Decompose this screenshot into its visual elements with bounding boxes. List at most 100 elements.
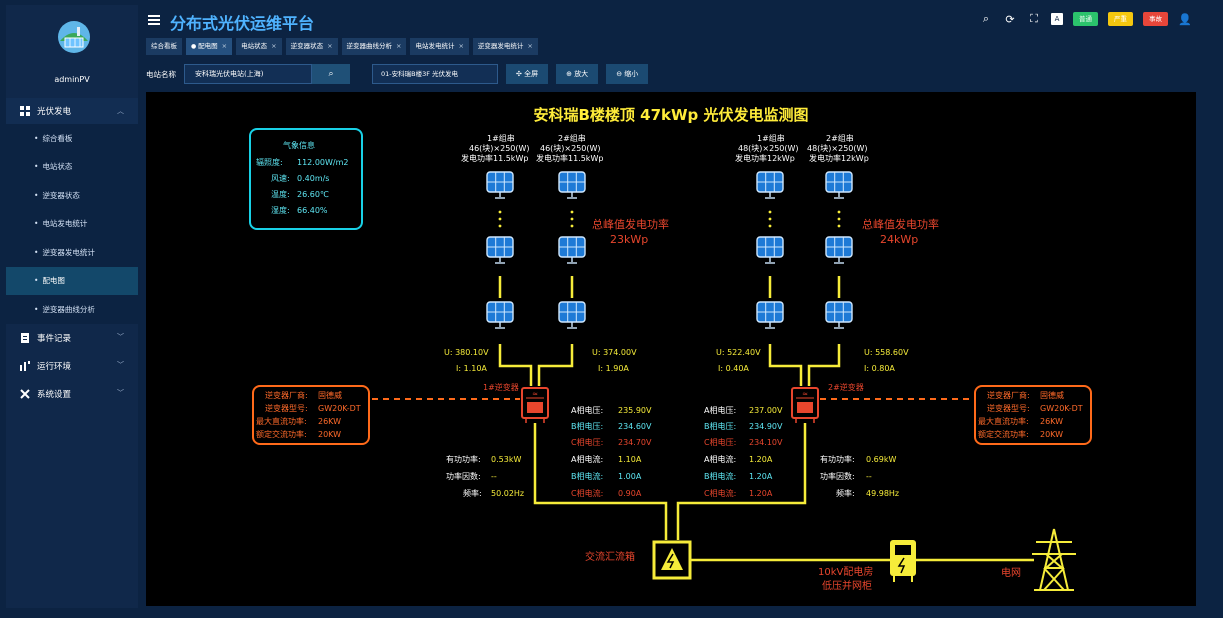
- nav-group-label: 系统设置: [37, 389, 72, 400]
- inverter-1-maker-label: 逆变器厂商:: [265, 391, 308, 400]
- string-1-spec: 46(块)×250(W): [469, 144, 530, 153]
- pv-monitoring-diagram: ≈ ≈: [146, 92, 1196, 606]
- string-1-voltage: U: 380.10V: [444, 348, 489, 357]
- inverter-1-ib: 1.00A: [618, 472, 642, 481]
- nav-group-settings[interactable]: 系统设置 ﹀: [6, 379, 138, 408]
- close-icon[interactable]: ×: [458, 42, 464, 50]
- string-1-current: I: 1.10A: [456, 364, 487, 373]
- tab-station-status[interactable]: 电站状态×: [236, 38, 282, 55]
- peak-power-right-label: 总峰值发电功率: [862, 218, 939, 231]
- wiring-diagram: ≈ ≈: [372, 171, 1076, 591]
- zoom-out-button[interactable]: ⊖ 缩小: [606, 64, 649, 84]
- inverter-2-pf: --: [866, 472, 872, 481]
- inverter-2-ua: 237.00V: [749, 406, 783, 415]
- grid-cabinet-icon[interactable]: [890, 540, 916, 582]
- weather-title: 气象信息: [283, 141, 315, 150]
- nav-item-inverter-stats[interactable]: 逆变器发电统计: [6, 238, 138, 267]
- dc-wires: [498, 276, 841, 386]
- nav-group-label: 运行环境: [37, 361, 72, 372]
- humidity-value: 66.40%: [297, 206, 328, 215]
- device-select[interactable]: 01-安科瑞B楼3F 光伏发电: [372, 64, 498, 84]
- inverter-2-ic-label: C相电流:: [704, 489, 737, 498]
- inverter-1-icon[interactable]: ≈: [521, 387, 549, 423]
- alarm-accident-badge[interactable]: 事故: [1143, 12, 1168, 26]
- close-icon[interactable]: ×: [327, 42, 333, 50]
- tab-inverter-curve[interactable]: 逆变器曲线分析×: [341, 38, 407, 55]
- search-icon[interactable]: ⌕: [982, 12, 990, 25]
- string-1-name: 1#组串: [487, 134, 515, 143]
- inverter-1-rated-ac-label: 额定交流功率:: [256, 430, 307, 439]
- logo-icon: [58, 21, 90, 53]
- inverter-2-uc-label: C相电压:: [704, 438, 737, 447]
- string-3-power: 发电功率12kWp: [735, 154, 795, 163]
- tab-inverter-status[interactable]: 逆变器状态×: [285, 38, 338, 55]
- alarm-serious-badge[interactable]: 严重: [1108, 12, 1133, 26]
- string-2-power: 发电功率11.5kWp: [536, 154, 604, 163]
- inverter-1-uc-label: C相电压:: [571, 438, 604, 447]
- nav-item-dashboard[interactable]: 综合看板: [6, 124, 138, 153]
- inverter-2-power-label: 有功功率:: [820, 455, 855, 464]
- inverter-2-name: 2#逆变器: [828, 383, 864, 392]
- document-icon: [21, 332, 29, 343]
- nav-item-distribution[interactable]: 配电图: [6, 266, 138, 295]
- sidebar: adminPV 光伏发电 ︿ 综合看板 电站状态 逆变器状态 电站发电统计 逆变…: [6, 5, 138, 608]
- inverter-1-pf: --: [491, 472, 497, 481]
- font-size-icon[interactable]: A: [1051, 13, 1063, 25]
- tab-distribution[interactable]: 配电图×: [186, 38, 233, 55]
- close-icon[interactable]: ×: [221, 42, 228, 50]
- zoom-in-button[interactable]: ⊕ 放大: [556, 64, 599, 84]
- inverter-2-ic: 1.20A: [749, 489, 773, 498]
- nav-item-station-status[interactable]: 电站状态: [6, 152, 138, 181]
- fullscreen-button[interactable]: ✣ 全屏: [506, 64, 549, 84]
- irradiance-value: 112.00W/m2: [297, 158, 349, 167]
- nav-item-inverter-curve[interactable]: 逆变器曲线分析: [6, 295, 138, 324]
- close-icon[interactable]: ×: [527, 42, 533, 50]
- inverter-1-freq-label: 频率:: [463, 489, 482, 498]
- string-4-spec: 48(块)×250(W): [807, 144, 868, 153]
- nav-group-environment[interactable]: 运行环境 ﹀: [6, 351, 138, 380]
- nav-group-pv[interactable]: 光伏发电 ︿: [6, 98, 138, 124]
- transmission-tower-icon: [1032, 528, 1076, 591]
- top-tools: ⌕ ⟳ ⛶ A 普通 严重 事故 👤: [979, 12, 1192, 26]
- nav-item-inverter-status[interactable]: 逆变器状态: [6, 181, 138, 210]
- chevron-down-icon: ﹀: [117, 360, 124, 369]
- string-dots: [498, 210, 841, 228]
- inverter-2-freq-label: 频率:: [836, 489, 855, 498]
- grid-icon: [20, 106, 30, 116]
- user-icon[interactable]: 👤: [1178, 12, 1192, 26]
- tab-inverter-stats[interactable]: 逆变器发电统计×: [472, 38, 538, 55]
- close-icon[interactable]: ×: [396, 42, 402, 50]
- diagram-title: 安科瑞B楼楼顶 47kWp 光伏发电监测图: [533, 106, 809, 124]
- menu-icon[interactable]: [148, 15, 160, 25]
- inverter-2-max-dc-label: 最大直流功率:: [978, 417, 1029, 426]
- string-2-voltage: U: 374.00V: [592, 348, 637, 357]
- fullscreen-icon[interactable]: ⛶: [1030, 12, 1038, 25]
- nav-item-station-stats[interactable]: 电站发电统计: [6, 209, 138, 238]
- combiner-box-icon[interactable]: [652, 540, 692, 580]
- nav-group-events[interactable]: 事件记录 ﹀: [6, 323, 138, 352]
- tab-dashboard[interactable]: 综合看板: [146, 38, 182, 55]
- wind-value: 0.40m/s: [297, 174, 330, 183]
- inverter-2-icon[interactable]: ≈: [791, 387, 819, 423]
- search-icon: ⌕: [328, 69, 334, 79]
- string-4-voltage: U: 558.60V: [864, 348, 909, 357]
- tools-icon: [20, 388, 30, 399]
- station-input[interactable]: 安科瑞光伏电站(上海): [184, 64, 312, 84]
- peak-power-right-value: 24kWp: [880, 233, 919, 246]
- combiner-label: 交流汇流箱: [585, 552, 635, 563]
- inverter-2-model: GW20K-DT: [1040, 404, 1083, 413]
- tab-station-stats[interactable]: 电站发电统计×: [410, 38, 469, 55]
- refresh-icon[interactable]: ⟳: [1005, 12, 1015, 26]
- inverter-1-power: 0.53kW: [491, 455, 522, 464]
- search-button[interactable]: ⌕: [312, 64, 350, 84]
- humidity-label: 湿度:: [271, 206, 290, 215]
- chevron-down-icon: ﹀: [117, 388, 124, 397]
- cabinet-label-line1: 10kV配电房: [818, 567, 874, 578]
- pv-panel-column-1: [486, 171, 514, 329]
- string-3-current: I: 0.40A: [718, 364, 749, 373]
- nav-group-label: 事件记录: [37, 333, 72, 344]
- close-icon[interactable]: ×: [271, 42, 277, 50]
- toolbar: 电站名称 安科瑞光伏电站(上海) ⌕ 01-安科瑞B楼3F 光伏发电 ✣ 全屏 …: [146, 63, 656, 85]
- inverter-1-max-dc-label: 最大直流功率:: [256, 417, 307, 426]
- alarm-general-badge[interactable]: 普通: [1073, 12, 1098, 26]
